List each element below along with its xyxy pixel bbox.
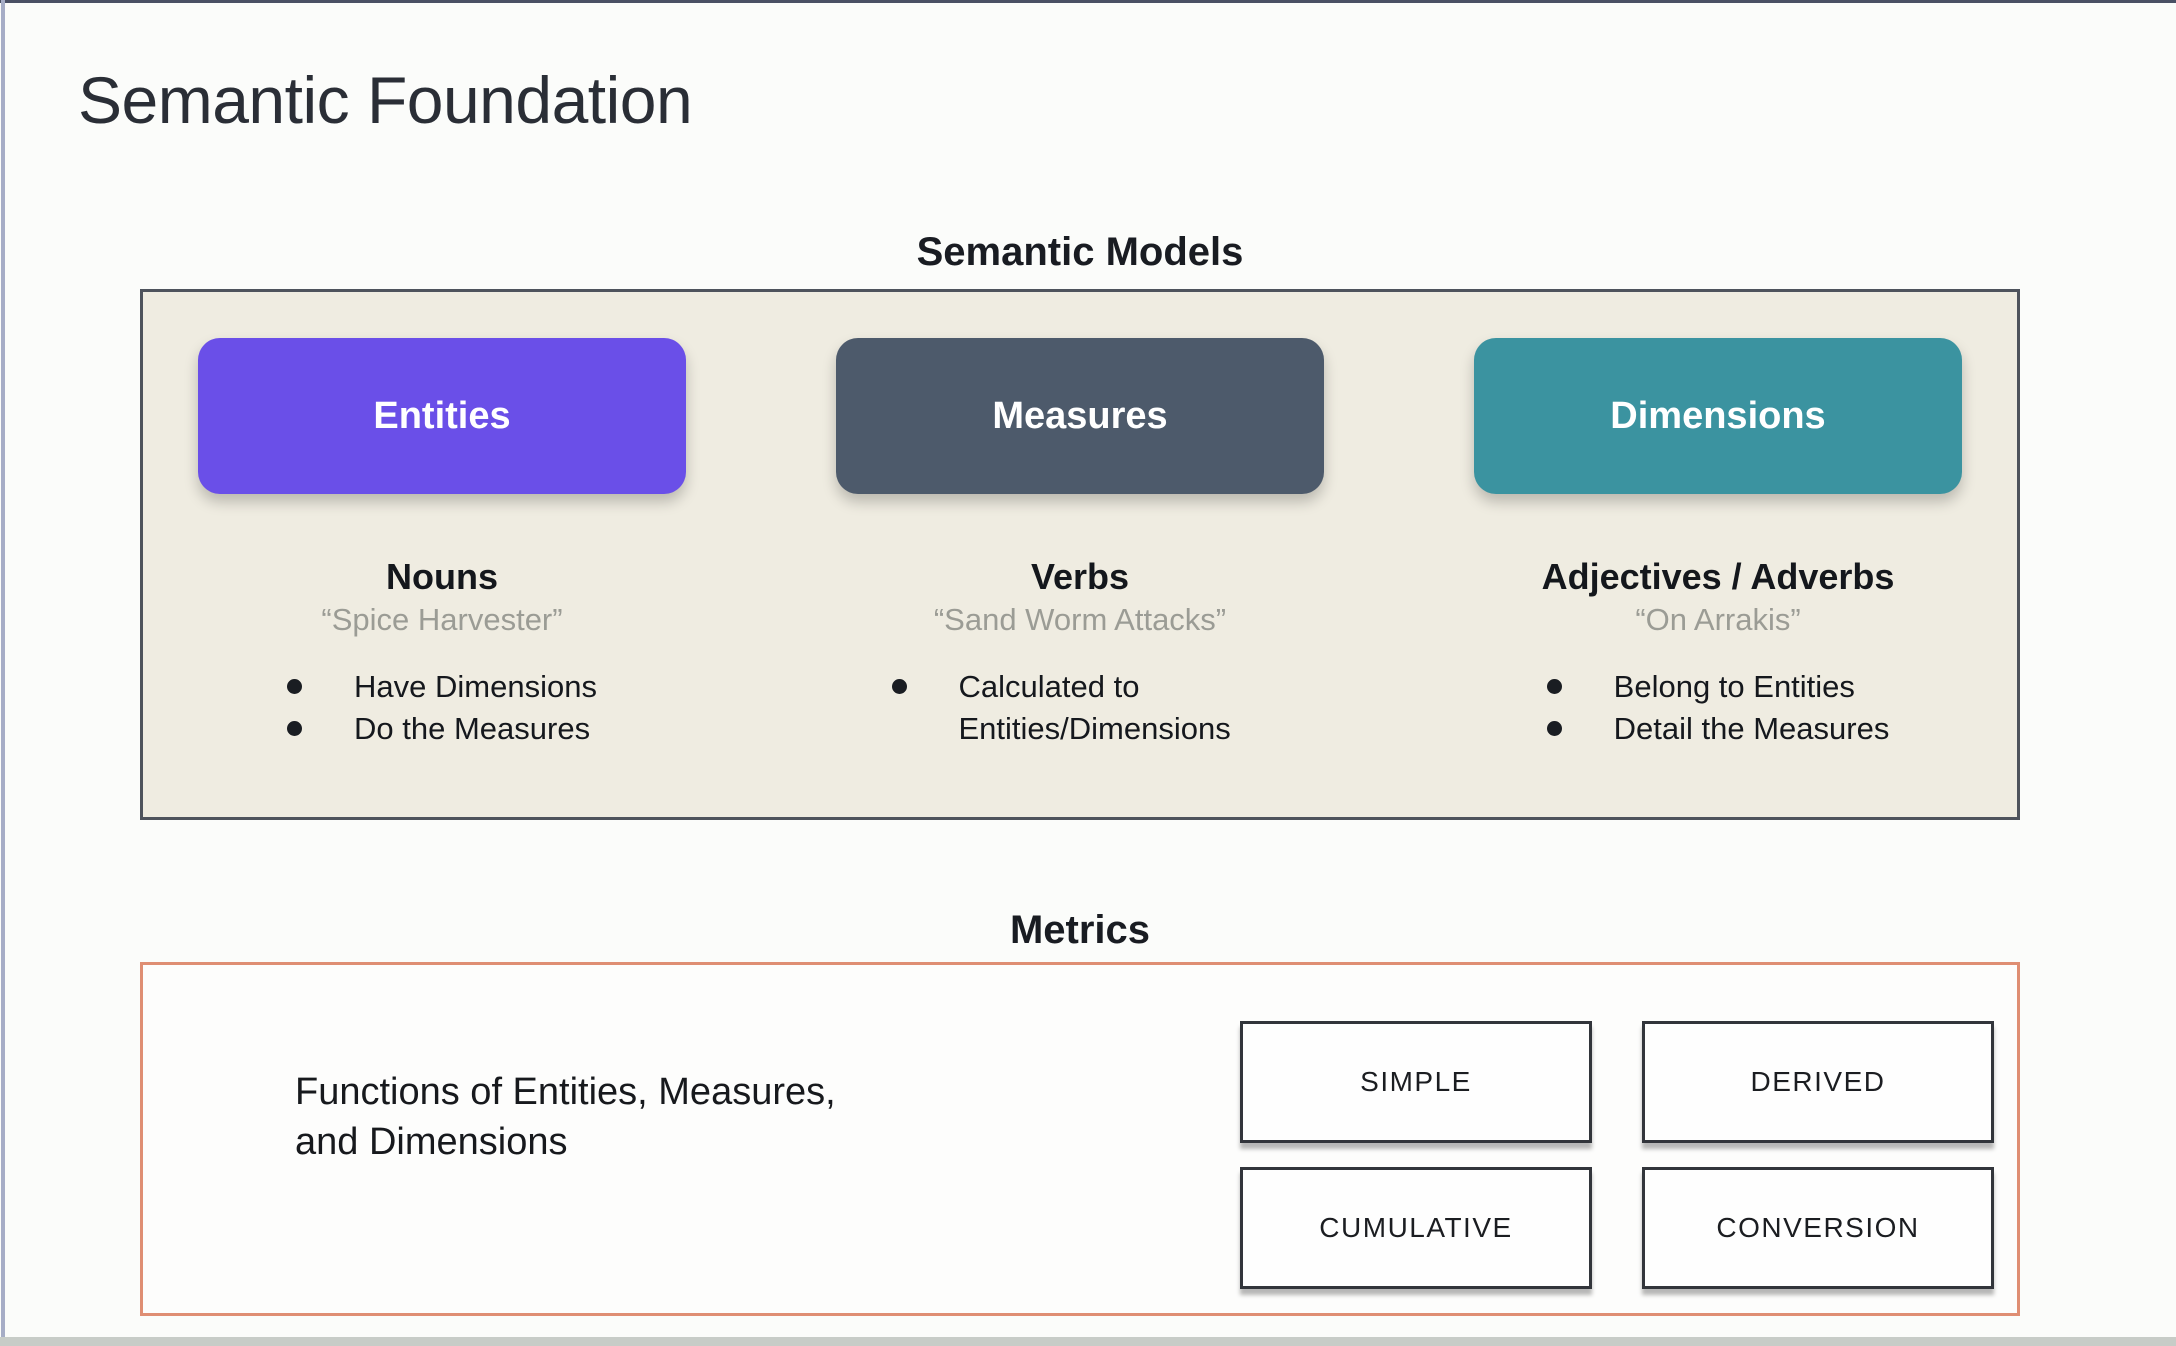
page-title: Semantic Foundation bbox=[78, 63, 693, 137]
measures-chip: Measures bbox=[836, 338, 1324, 494]
bullet-text: Belong to Entities bbox=[1613, 669, 1855, 704]
entities-chip: Entities bbox=[198, 338, 686, 494]
metric-type-conversion: CONVERSION bbox=[1642, 1167, 1994, 1289]
entities-role-heading: Nouns bbox=[386, 556, 498, 597]
list-item: Belong to Entities bbox=[1546, 666, 1890, 708]
semantic-models-panel: Entities Nouns “Spice Harvester” Have Di… bbox=[140, 289, 2020, 820]
list-item: Have Dimensions bbox=[287, 666, 597, 708]
model-column-entities: Entities Nouns “Spice Harvester” Have Di… bbox=[198, 338, 686, 817]
entities-bullet-list: Have Dimensions Do the Measures bbox=[287, 666, 597, 750]
bullet-dot-icon bbox=[891, 679, 907, 694]
metrics-panel: Functions of Entities, Measures, and Dim… bbox=[140, 962, 2020, 1316]
measures-example-quote: “Sand Worm Attacks” bbox=[933, 602, 1227, 637]
metric-type-derived: DERIVED bbox=[1642, 1021, 1994, 1143]
bullet-text: Calculated to Entities/Dimensions bbox=[958, 669, 1231, 746]
bullet-dot-icon bbox=[287, 721, 303, 736]
model-column-dimensions: Dimensions Adjectives / Adverbs “On Arra… bbox=[1474, 338, 1962, 817]
bullet-dot-icon bbox=[1546, 679, 1562, 694]
metric-type-cumulative: CUMULATIVE bbox=[1240, 1167, 1592, 1289]
bullet-text: Have Dimensions bbox=[354, 669, 597, 704]
top-edge-line bbox=[0, 0, 2176, 3]
dimensions-bullet-list: Belong to Entities Detail the Measures bbox=[1546, 666, 1890, 750]
dimensions-example-quote: “On Arrakis” bbox=[1635, 602, 1801, 637]
left-edge-line bbox=[1, 0, 5, 1346]
list-item: Calculated to Entities/Dimensions bbox=[891, 666, 1269, 750]
model-column-measures: Measures Verbs “Sand Worm Attacks” Calcu… bbox=[836, 338, 1324, 817]
metrics-description: Functions of Entities, Measures, and Dim… bbox=[295, 1071, 836, 1164]
bullet-dot-icon bbox=[287, 679, 303, 694]
metric-type-simple: SIMPLE bbox=[1240, 1021, 1592, 1143]
measures-bullet-list: Calculated to Entities/Dimensions bbox=[891, 666, 1269, 750]
bullet-text: Detail the Measures bbox=[1613, 711, 1890, 746]
dimensions-chip: Dimensions bbox=[1474, 338, 1962, 494]
list-item: Do the Measures bbox=[287, 708, 597, 750]
semantic-models-heading: Semantic Models bbox=[916, 230, 1244, 274]
metrics-heading: Metrics bbox=[1009, 908, 1151, 952]
bottom-edge-strip bbox=[0, 1337, 2176, 1346]
bullet-dot-icon bbox=[1546, 721, 1562, 736]
list-item: Detail the Measures bbox=[1546, 708, 1890, 750]
bullet-text: Do the Measures bbox=[354, 711, 591, 746]
entities-example-quote: “Spice Harvester” bbox=[321, 602, 563, 637]
metric-types-grid: SIMPLE DERIVED CUMULATIVE CONVERSION bbox=[1240, 1021, 1994, 1289]
measures-role-heading: Verbs bbox=[1030, 556, 1130, 597]
dimensions-role-heading: Adjectives / Adverbs bbox=[1541, 556, 1895, 597]
